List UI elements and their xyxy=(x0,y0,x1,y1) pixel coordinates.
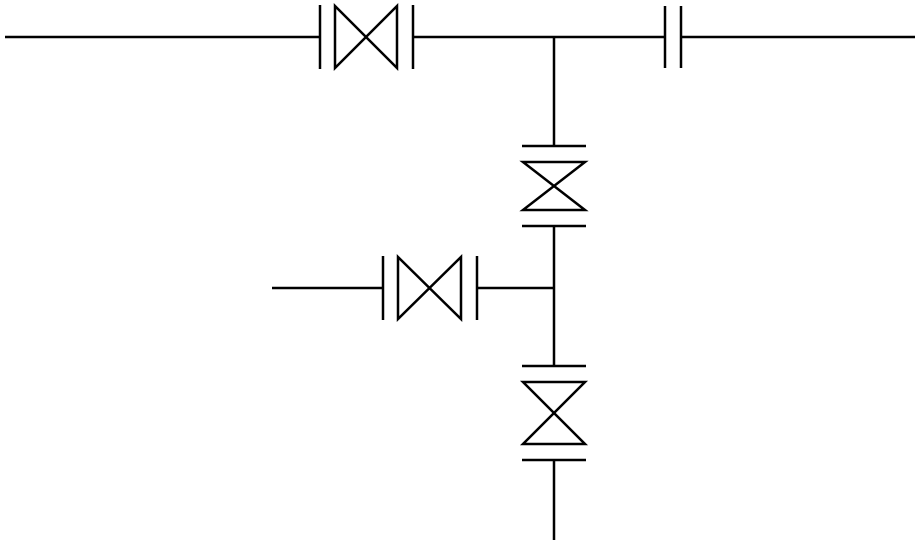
valve-branch-upper xyxy=(519,144,589,228)
valve-body xyxy=(396,254,463,322)
valve-body xyxy=(519,380,589,446)
valve-body xyxy=(519,160,589,212)
valve-main-inlet xyxy=(318,2,415,72)
valve-body xyxy=(333,2,399,72)
flange-main-outlet xyxy=(663,6,683,68)
valve-branch-lower xyxy=(519,364,589,462)
valve-side-inlet xyxy=(381,254,479,322)
